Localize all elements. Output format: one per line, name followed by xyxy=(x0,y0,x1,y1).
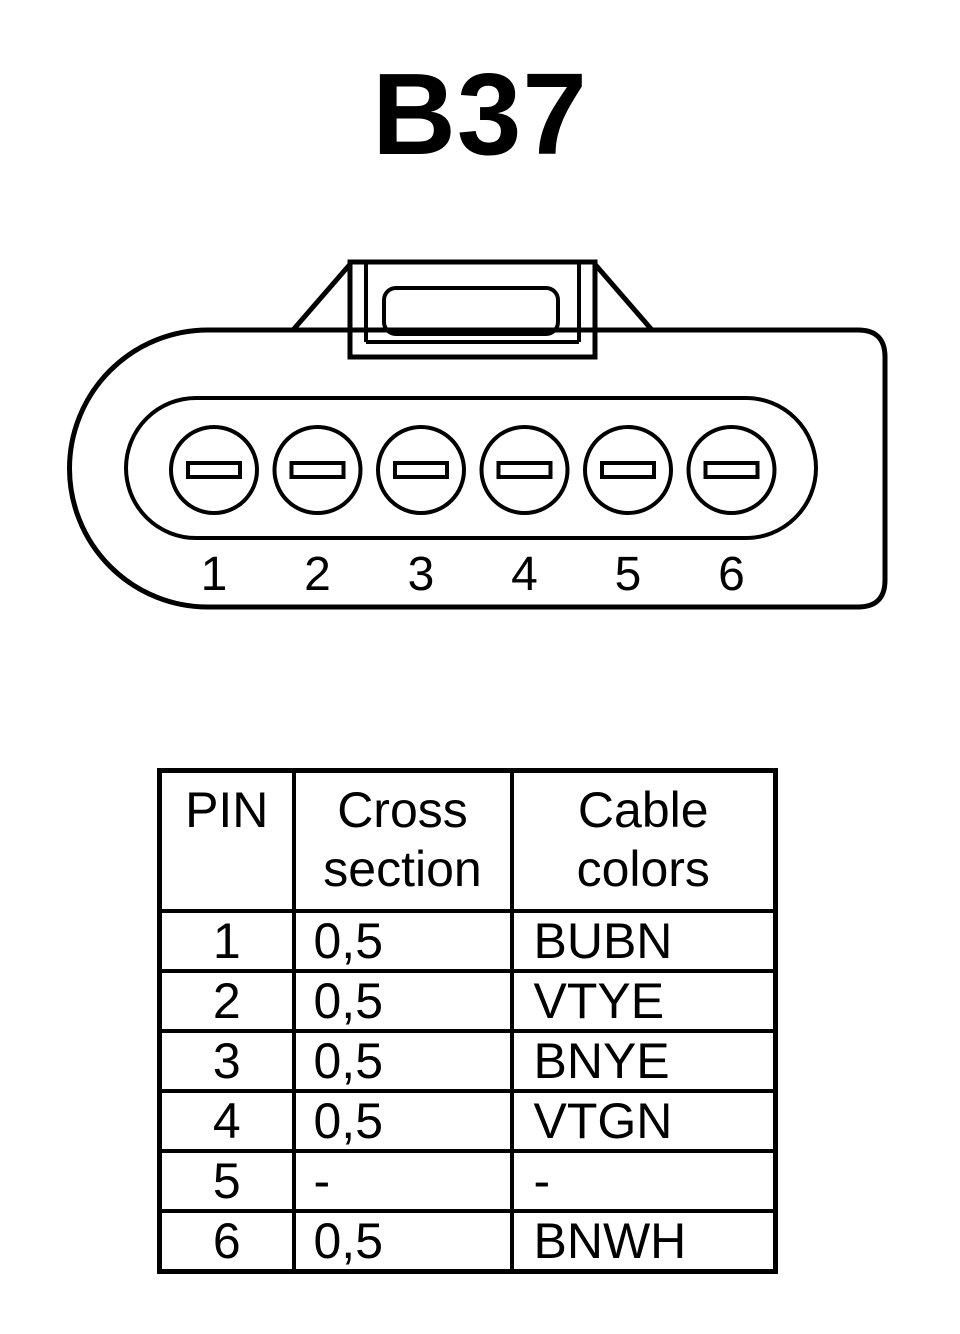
pins xyxy=(169,425,777,515)
pin-label-6: 6 xyxy=(718,548,745,601)
cell-cross-section: 0,5 xyxy=(291,969,514,1033)
cell-cable-colors: VTYE xyxy=(509,969,778,1033)
table-row: 3 0,5 BNYE xyxy=(157,1029,778,1093)
pin-label-4: 4 xyxy=(511,548,538,601)
cell-cable-colors: BNWH xyxy=(509,1209,778,1274)
pin-1 xyxy=(169,425,259,515)
cell-cable-colors: BUBN xyxy=(509,909,778,973)
table-row: 2 0,5 VTYE xyxy=(157,969,778,1033)
cell-cable-colors: VTGN xyxy=(509,1089,778,1153)
table-row: 5 - - xyxy=(157,1149,778,1213)
pin-label-1: 1 xyxy=(201,548,228,601)
pin-labels: 1 2 3 4 5 6 xyxy=(201,548,745,601)
pin-assignment-table: PIN Cross section Cable colors 1 0,5 BUB… xyxy=(157,768,778,1274)
connector-title: B37 xyxy=(372,49,588,179)
cell-cross-section: 0,5 xyxy=(291,1089,514,1153)
connector-diagram: 1 2 3 4 5 6 xyxy=(67,259,888,610)
pin-contact-2 xyxy=(289,461,346,479)
cell-pin: 4 xyxy=(157,1089,296,1153)
pin-5 xyxy=(583,425,673,515)
cell-cross-section: 0,5 xyxy=(291,909,514,973)
cell-cable-colors: BNYE xyxy=(509,1029,778,1093)
pin-4 xyxy=(479,425,570,515)
pin-contact-3 xyxy=(393,461,449,479)
cell-pin: 2 xyxy=(157,969,296,1033)
cell-pin: 6 xyxy=(157,1209,296,1274)
pin-label-2: 2 xyxy=(304,548,331,601)
table-header-row: PIN Cross section Cable colors xyxy=(157,768,778,913)
pin-label-3: 3 xyxy=(408,548,435,601)
table-row: 4 0,5 VTGN xyxy=(157,1089,778,1153)
pin-contact-5 xyxy=(600,461,656,479)
cell-cross-section: 0,5 xyxy=(291,1209,514,1274)
header-cable-colors: Cable colors xyxy=(509,768,778,913)
cell-pin: 3 xyxy=(157,1029,296,1093)
pin-contact-4 xyxy=(496,461,553,479)
pin-6 xyxy=(686,425,777,515)
cell-cable-colors: - xyxy=(509,1149,778,1213)
cell-pin: 5 xyxy=(157,1149,296,1213)
cell-pin: 1 xyxy=(157,909,296,973)
pin-label-5: 5 xyxy=(615,548,642,601)
latch-window xyxy=(382,286,560,336)
table-row: 1 0,5 BUBN xyxy=(157,909,778,973)
cell-cross-section: - xyxy=(291,1149,514,1213)
header-cross-section: Cross section xyxy=(291,768,514,913)
pin-3 xyxy=(376,425,466,515)
pin-2 xyxy=(272,425,363,515)
pin-contact-1 xyxy=(186,461,242,479)
table-row: 6 0,5 BNWH xyxy=(157,1209,778,1274)
cell-cross-section: 0,5 xyxy=(291,1029,514,1093)
header-pin: PIN xyxy=(157,768,296,913)
connector-body xyxy=(67,327,888,610)
pin-contact-6 xyxy=(703,461,760,479)
pin-cavity xyxy=(124,396,818,540)
